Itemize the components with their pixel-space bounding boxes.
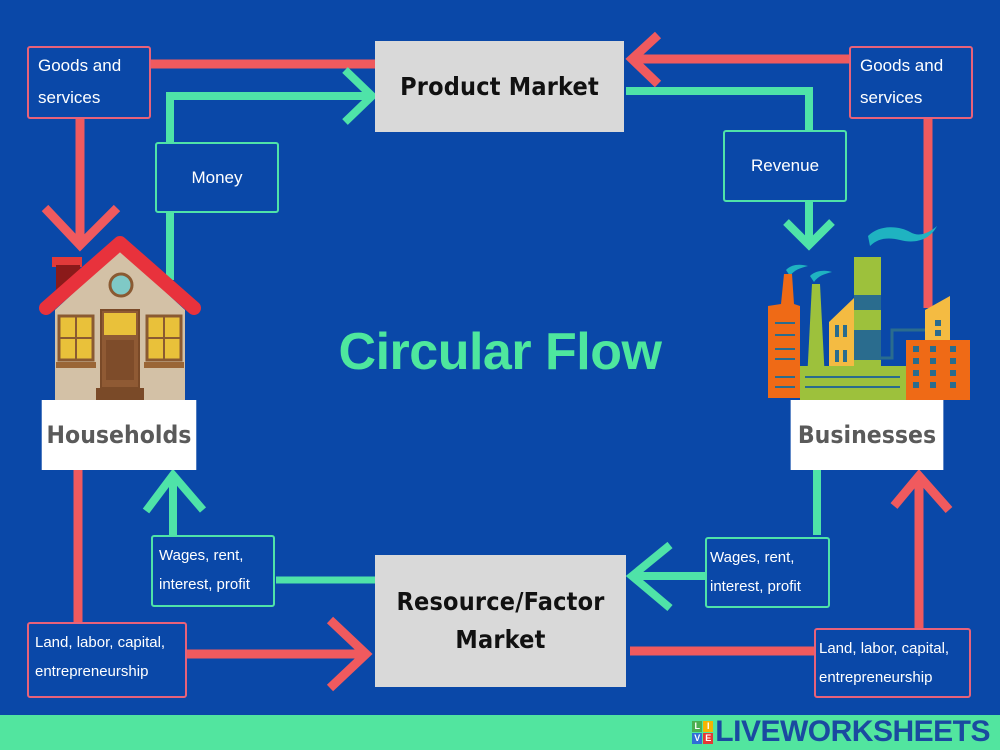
- logo-letter: V: [692, 732, 703, 744]
- households-label: Households: [46, 421, 192, 449]
- resources-right-line2: entrepreneurship: [819, 669, 933, 686]
- arrowhead-right-product-market: [342, 67, 378, 125]
- logo-letter: I: [703, 720, 714, 732]
- money-label: Money: [155, 142, 279, 213]
- revenue-label: Revenue: [723, 130, 847, 202]
- goods-services-right-line2: services: [860, 88, 923, 107]
- money-flow-line-left: [166, 92, 372, 280]
- arrowhead-down-businesses: [783, 219, 835, 251]
- resource-factor-market-box: Resource/Factor Market: [375, 555, 626, 687]
- resource-market-label-line2: Market: [455, 625, 546, 654]
- revenue-text: Revenue: [750, 156, 820, 175]
- factory-icon: [768, 226, 970, 400]
- logo-letter: L: [692, 720, 703, 732]
- arrowhead-left-resource-market: [625, 541, 673, 612]
- businesses-box: Businesses: [790, 400, 944, 470]
- resources-label-right: Land, labor, capital, entrepreneurship: [814, 628, 971, 698]
- arrowhead-up-businesses: [890, 469, 953, 513]
- goods-services-label-left: Goods and services: [27, 46, 151, 119]
- resources-left-line1: Land, labor, capital,: [35, 634, 166, 651]
- wages-label-right: Wages, rent, interest, profit: [705, 537, 830, 608]
- product-market-box: Product Market: [375, 41, 624, 132]
- arrowhead-right-resource-market: [326, 616, 373, 692]
- households-box: Households: [41, 400, 197, 470]
- diagram-title: Circular Flow: [338, 323, 662, 381]
- wages-right-line2: interest, profit: [710, 578, 801, 595]
- liveworksheets-logo-icon: L I V E: [692, 720, 714, 744]
- logo-letter: E: [703, 732, 714, 744]
- resources-label-left: Land, labor, capital, entrepreneurship: [27, 622, 187, 698]
- businesses-label: Businesses: [797, 421, 937, 449]
- money-text: Money: [191, 167, 243, 187]
- footer-bar: [0, 715, 1000, 750]
- goods-services-label-right: Goods and services: [849, 46, 973, 119]
- arrowhead-left-product-market: [625, 31, 662, 88]
- goods-services-left-line2: services: [38, 88, 101, 107]
- goods-services-left-line1: Goods and: [38, 56, 122, 75]
- house-icon: [39, 236, 201, 400]
- wages-label-left: Wages, rent, interest, profit: [151, 535, 275, 607]
- goods-services-right-line1: Goods and: [860, 56, 944, 75]
- wages-right-line1: Wages, rent,: [710, 549, 795, 566]
- arrowhead-down-households: [41, 204, 121, 252]
- product-market-label: Product Market: [400, 72, 599, 101]
- flow-arrows: [39, 31, 970, 692]
- resource-market-label-line1: Resource/Factor: [396, 587, 605, 616]
- arrowhead-up-households: [142, 468, 207, 514]
- resources-right-line1: Land, labor, capital,: [819, 640, 950, 657]
- diagram-canvas: Product Market Resource/Factor Market Ho…: [27, 31, 973, 698]
- liveworksheets-brand[interactable]: L I V E LIVEWORKSHEETS: [692, 715, 990, 748]
- wages-left-line1: Wages, rent,: [159, 547, 244, 564]
- wages-left-line2: interest, profit: [159, 576, 250, 593]
- liveworksheets-wordmark: LIVEWORKSHEETS: [715, 715, 990, 748]
- resources-left-line2: entrepreneurship: [35, 663, 149, 680]
